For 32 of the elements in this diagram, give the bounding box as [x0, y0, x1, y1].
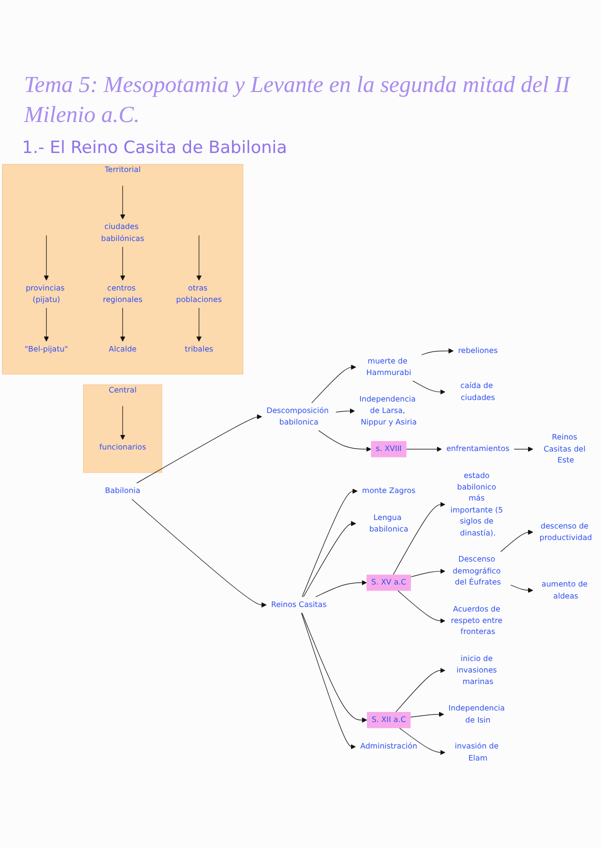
arrow	[336, 408, 355, 414]
arrow	[514, 446, 534, 452]
arrow	[315, 580, 367, 598]
arrow	[132, 498, 267, 608]
arrow	[318, 430, 372, 452]
arrow	[302, 488, 358, 598]
arrow	[510, 584, 534, 593]
arrow	[399, 728, 446, 756]
arrow	[410, 712, 444, 718]
arrow	[120, 246, 126, 280]
arrow	[500, 530, 534, 552]
arrow	[302, 612, 368, 723]
arrow	[311, 364, 356, 404]
arrow	[196, 308, 202, 342]
arrow	[196, 235, 202, 280]
arrow	[44, 235, 49, 280]
arrow	[392, 502, 446, 575]
arrow	[120, 185, 126, 220]
arrow	[406, 446, 442, 452]
arrow	[396, 668, 446, 712]
arrow	[412, 380, 446, 395]
page-title: Tema 5: Mesopotamia y Levante en la segunda mitad del II Milenio a.C.	[22, 71, 572, 129]
arrow	[410, 568, 446, 578]
arrow	[398, 590, 446, 624]
arrow	[421, 348, 454, 356]
arrow	[301, 612, 356, 750]
arrow	[303, 520, 356, 598]
arrow	[136, 414, 262, 484]
arrow	[44, 308, 49, 342]
arrow	[120, 406, 126, 440]
section-heading: 1.- El Reino Casita de Babilonia	[21, 137, 288, 160]
arrow	[120, 308, 126, 342]
